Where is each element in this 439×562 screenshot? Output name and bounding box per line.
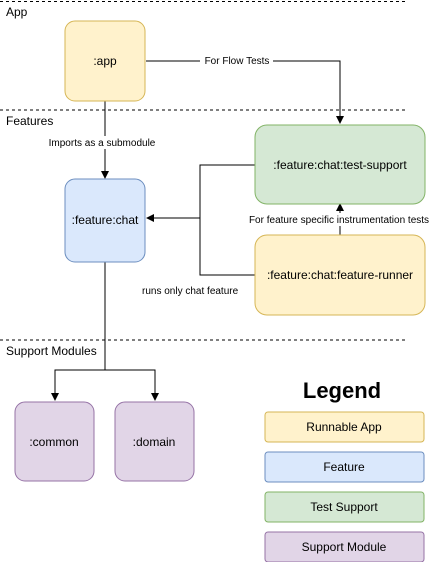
edge-test-support-to-chat (199, 164, 255, 218)
legend-title: Legend (303, 378, 381, 403)
node-domain[interactable]: :domain (114, 401, 195, 482)
node-app[interactable]: :app (64, 20, 146, 102)
node-common-label: :common (29, 435, 78, 449)
edge-to-domain (105, 369, 159, 401)
section-label-app: App (6, 5, 28, 19)
node-feature-chat[interactable]: :feature:chat (64, 178, 146, 263)
node-feature-runner-label: :feature:chat:feature-runner (267, 268, 413, 282)
node-test-support[interactable]: :feature:chat:test-support (254, 124, 426, 205)
legend-item-test-support: Test Support (264, 491, 425, 523)
node-domain-label: :domain (133, 435, 176, 449)
node-app-label: :app (93, 54, 117, 68)
legend-item-runnable-app: Runnable App (264, 411, 425, 443)
edge-flow-tests (146, 60, 344, 124)
edge-label-flow-tests: For Flow Tests (205, 56, 270, 67)
section-label-support: Support Modules (6, 344, 97, 358)
legend-item-feature: Feature (264, 451, 425, 483)
edge-to-common (51, 369, 105, 401)
edge-label-imports-submodule: Imports as a submodule (49, 138, 156, 149)
edge-runner-to-chat (146, 214, 255, 276)
node-common[interactable]: :common (14, 401, 95, 482)
section-label-features: Features (6, 114, 53, 128)
legend-item-test-support-label: Test Support (310, 500, 378, 514)
node-feature-chat-label: :feature:chat (72, 213, 139, 227)
node-test-support-label: :feature:chat:test-support (273, 158, 407, 172)
edge-label-runs-only: runs only chat feature (142, 286, 239, 297)
legend-item-runnable-app-label: Runnable App (306, 420, 382, 434)
legend-item-support-module: Support Module (264, 531, 425, 562)
legend-item-support-module-label: Support Module (302, 540, 387, 554)
node-feature-runner[interactable]: :feature:chat:feature-runner (254, 234, 426, 316)
legend-item-feature-label: Feature (323, 460, 365, 474)
edge-label-instrumentation: For feature specific instrumentation tes… (249, 215, 429, 226)
